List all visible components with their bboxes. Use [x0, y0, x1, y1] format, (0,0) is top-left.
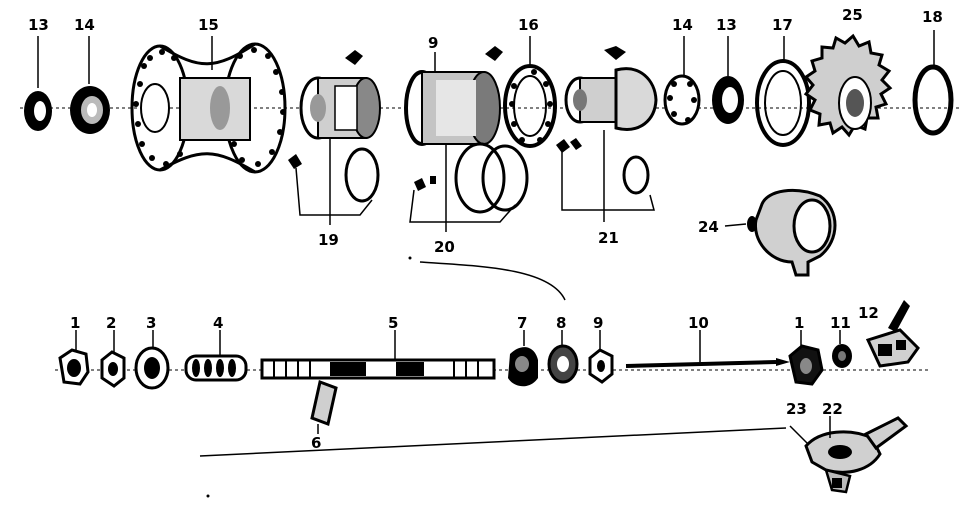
- callout-5: 5: [388, 314, 398, 332]
- callout-25: 25: [842, 6, 863, 24]
- callout-21: 21: [598, 229, 619, 247]
- callout-23: 23: [786, 400, 807, 418]
- part-16-ball-race: [503, 36, 557, 148]
- callout-7: 7: [517, 314, 527, 332]
- part-6-key: [310, 379, 338, 434]
- callout-14: 14: [74, 16, 95, 34]
- callout-17: 17: [772, 16, 793, 34]
- part-5-axle: [260, 330, 496, 380]
- callout-11: 11: [830, 314, 851, 332]
- callout-1-right: 1: [794, 314, 804, 332]
- part-10-push-rod: [625, 330, 790, 368]
- callout-16: 16: [518, 16, 539, 34]
- part-21-driver: [556, 46, 658, 222]
- part-20-clutch: [409, 142, 529, 232]
- part-8-nut: [547, 330, 579, 384]
- part-7-cone: [508, 330, 538, 387]
- callout-20: 20: [434, 238, 455, 256]
- part-18-circlip: [912, 30, 954, 136]
- part-11-nut: [832, 330, 852, 368]
- part-1-axle-nut: [58, 330, 90, 386]
- part-9-ring-gear: [404, 46, 503, 146]
- callout-13-right: 13: [716, 16, 737, 34]
- callout-6: 6: [311, 434, 321, 452]
- callout-4: 4: [213, 314, 223, 332]
- callout-3: 3: [146, 314, 156, 332]
- callout-1-left: 1: [70, 314, 80, 332]
- part-14b-bearing: [663, 36, 701, 126]
- part-13-lockring: [24, 36, 52, 131]
- part-13b-washer: [712, 36, 744, 124]
- cable-leader: [199, 427, 787, 457]
- callout-12: 12: [858, 304, 879, 322]
- part-2-lock-washer: [100, 330, 126, 388]
- part-12-connector: [865, 300, 920, 368]
- callout-9-top: 9: [428, 34, 438, 52]
- callout-24: 24: [698, 218, 719, 236]
- callout-10: 10: [688, 314, 709, 332]
- callout-18: 18: [922, 8, 943, 26]
- part-1b-axle-nut: [788, 330, 824, 386]
- callout-8: 8: [556, 314, 566, 332]
- callout-13: 13: [28, 16, 49, 34]
- part-19-planet-cage: [288, 50, 381, 225]
- part-4-spring: [184, 330, 248, 382]
- part-15-hub-shell: [130, 36, 287, 174]
- callout-22: 22: [822, 400, 843, 418]
- part-17-dust-cap: [755, 36, 811, 147]
- callout-15: 15: [198, 16, 219, 34]
- part-24-clamp: [724, 189, 837, 277]
- part-22-23-shifter: [789, 416, 909, 494]
- callout-14-right: 14: [672, 16, 693, 34]
- callout-9-bottom: 9: [593, 314, 603, 332]
- part-9b-washer: [588, 330, 614, 384]
- part-3-cone: [134, 330, 170, 390]
- callout-2: 2: [106, 314, 116, 332]
- callout-19: 19: [318, 231, 339, 249]
- part-25-sprocket: [803, 33, 893, 138]
- part-14-cone: [70, 36, 110, 134]
